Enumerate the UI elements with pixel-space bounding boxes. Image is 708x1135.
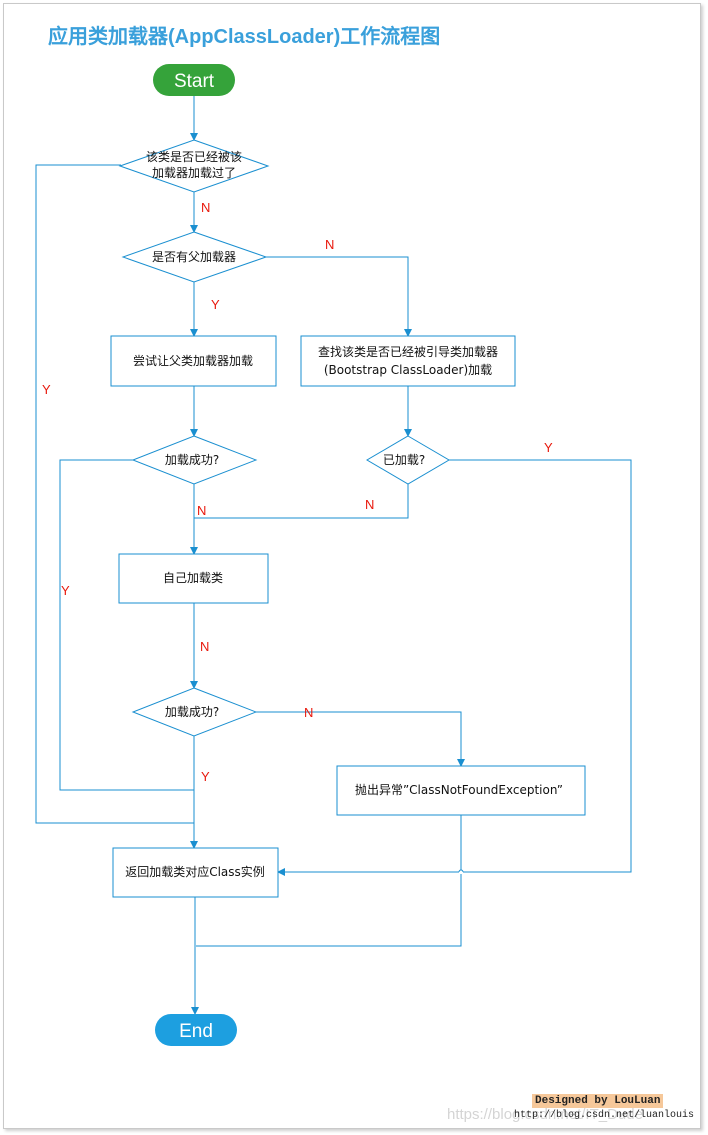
- designed-by-badge: Designed by LouLuan: [532, 1094, 664, 1108]
- decision-success-2-label: 加载成功?: [165, 705, 219, 719]
- edge-label-self-n: N: [200, 639, 209, 654]
- process-find-bootstrap: [300, 335, 516, 387]
- edge-label-success1-y: Y: [61, 583, 70, 598]
- process-self-load-label: 自己加载类: [163, 571, 223, 585]
- edge-label-loaded-y: Y: [42, 382, 51, 397]
- decision-has-parent-label: 是否有父加载器: [152, 250, 236, 264]
- decision-already-loaded: [366, 435, 450, 485]
- process-try-parent-label: 尝试让父类加载器加载: [133, 353, 253, 368]
- start-terminal: [153, 64, 235, 96]
- decision-success-2: [131, 687, 258, 737]
- edge-label-loaded-n: N: [201, 200, 210, 215]
- decision-has-parent: [121, 231, 268, 283]
- process-return-class-label: 返回加载类对应Class实例: [125, 864, 265, 879]
- page-title: 应用类加载器(AppClassLoader)工作流程图: [48, 26, 441, 48]
- edge-label-success2-n: N: [304, 705, 313, 720]
- decision-already-loaded-label: 已加载?: [383, 453, 425, 467]
- process-throw-exception-label: 抛出异常”ClassNotFoundException”: [355, 782, 563, 797]
- decision-loaded-line-2: 加载器加载过了: [152, 166, 236, 180]
- process-return-class: [112, 847, 279, 898]
- process-throw-exception: [336, 765, 586, 816]
- process-self-load: [118, 553, 269, 604]
- edge-label-parent-y: Y: [211, 297, 220, 312]
- process-try-parent: [110, 335, 277, 387]
- watermark: https://blog.csdn.net/IT_Dude: [447, 1106, 643, 1123]
- process-find-bootstrap-line-2: (Bootstrap ClassLoader)加载: [324, 363, 492, 377]
- edge-label-already-n: N: [365, 497, 374, 512]
- decision-success-1: [131, 435, 258, 485]
- connector-lines: [35, 96, 632, 1015]
- edge-label-already-y: Y: [544, 440, 553, 455]
- end-terminal: [155, 1014, 237, 1046]
- source-url: http://blog.csdn.net/luanlouis: [514, 1110, 695, 1121]
- decision-success-1-label: 加载成功?: [165, 453, 219, 467]
- edge-label-success2-y: Y: [201, 769, 210, 784]
- process-find-bootstrap-line-1: 查找该类是否已经被引导类加载器: [318, 345, 498, 359]
- start-label: Start: [174, 71, 215, 92]
- edge-label-success1-n: N: [197, 503, 206, 518]
- edge-label-parent-n: N: [325, 237, 334, 252]
- decision-loaded-line-1: 该类是否已经被该: [146, 150, 242, 164]
- end-label: End: [179, 1021, 213, 1042]
- decision-loaded-by-self: [118, 139, 270, 193]
